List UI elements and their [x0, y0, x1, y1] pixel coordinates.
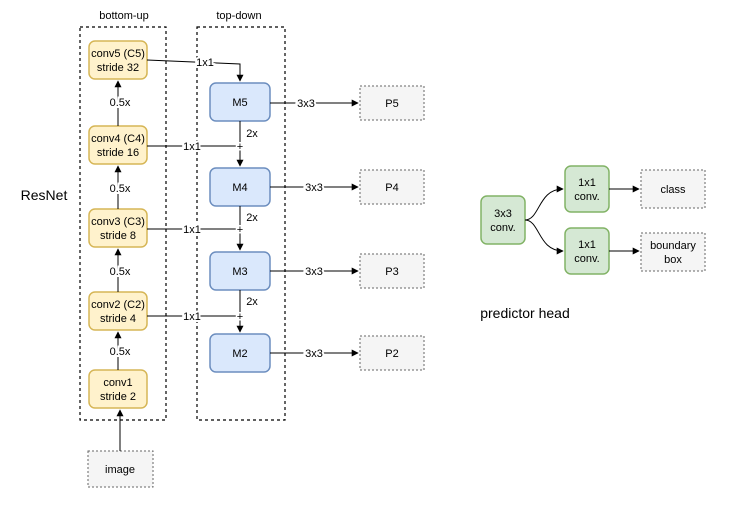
- plus-1: +: [237, 141, 243, 153]
- head-shared-line2: conv.: [490, 222, 515, 234]
- image-label: image: [105, 464, 135, 476]
- head-box-line2: conv.: [574, 253, 599, 265]
- box-output-box: boundary box: [640, 232, 706, 272]
- conv4-line2: stride 16: [97, 147, 139, 159]
- conv4-line1: conv4 (C4): [91, 133, 145, 145]
- head-cls-line2: conv.: [574, 191, 599, 203]
- head-shared-conv-box: 3x3 conv.: [480, 195, 526, 245]
- conv1-line2: stride 2: [100, 391, 136, 403]
- conv3-line2: stride 8: [100, 230, 136, 242]
- lateral-label-c3: 1x1: [183, 224, 201, 236]
- m4-label: M4: [232, 182, 247, 194]
- head-branch-to-cls: [524, 185, 564, 221]
- scale-label-3: 0.5x: [110, 266, 131, 278]
- upsample-label-2: 2x: [246, 212, 258, 224]
- conv2-line1: conv2 (C2): [91, 299, 145, 311]
- conv1-box: conv1 stride 2: [88, 369, 148, 409]
- head-box-line1: 1x1: [578, 239, 596, 251]
- image-input-box: image: [87, 450, 154, 488]
- plus-2: +: [237, 224, 243, 236]
- conv2-line2: stride 4: [100, 313, 136, 325]
- class-label: class: [660, 184, 686, 196]
- bottom-up-container: [79, 26, 167, 421]
- p3-box: P3: [359, 253, 425, 289]
- m4-box: M4: [209, 167, 271, 207]
- lateral-c5-m5: [146, 59, 244, 82]
- conv5-box: conv5 (C5) stride 32: [88, 40, 148, 80]
- conv4-box: conv4 (C4) stride 16: [88, 125, 148, 165]
- out-conv-label-4: 3x3: [305, 348, 323, 360]
- predictor-head-title: predictor head: [480, 305, 570, 321]
- upsample-label-3: 2x: [246, 296, 258, 308]
- head-cls-conv-box: 1x1 conv.: [564, 165, 610, 213]
- lateral-label-c2: 1x1: [183, 311, 201, 323]
- head-cls-line1: 1x1: [578, 177, 596, 189]
- p5-box: P5: [359, 85, 425, 121]
- out-conv-label-1: 3x3: [297, 98, 315, 110]
- p2-box: P2: [359, 335, 425, 371]
- head-box-conv-box: 1x1 conv.: [564, 227, 610, 275]
- conv5-line1: conv5 (C5): [91, 48, 145, 60]
- p4-label: P4: [385, 182, 398, 194]
- conv2-box: conv2 (C2) stride 4: [88, 291, 148, 331]
- p3-label: P3: [385, 266, 398, 278]
- conv5-line2: stride 32: [97, 62, 139, 74]
- m2-box: M2: [209, 333, 271, 373]
- m5-box: M5: [209, 82, 271, 122]
- resnet-label: ResNet: [21, 187, 68, 203]
- box-label-line1: boundary: [650, 240, 696, 252]
- plus-3: +: [237, 311, 243, 323]
- m3-box: M3: [209, 251, 271, 291]
- top-down-container: [196, 26, 286, 421]
- bottom-up-title: bottom-up: [99, 10, 149, 22]
- head-shared-line1: 3x3: [494, 208, 512, 220]
- head-branch-to-box: [524, 219, 564, 255]
- out-conv-label-3: 3x3: [305, 266, 323, 278]
- m2-label: M2: [232, 348, 247, 360]
- m5-label: M5: [232, 97, 247, 109]
- lateral-label-c4: 1x1: [183, 141, 201, 153]
- box-label-line2: box: [664, 254, 682, 266]
- scale-label-1: 0.5x: [110, 97, 131, 109]
- out-conv-label-2: 3x3: [305, 182, 323, 194]
- upsample-label-1: 2x: [246, 128, 258, 140]
- top-down-title: top-down: [216, 10, 261, 22]
- p4-box: P4: [359, 169, 425, 205]
- m3-label: M3: [232, 266, 247, 278]
- scale-label-4: 0.5x: [110, 346, 131, 358]
- p2-label: P2: [385, 348, 398, 360]
- p5-label: P5: [385, 98, 398, 110]
- class-output-box: class: [640, 169, 706, 209]
- conv1-line1: conv1: [103, 377, 132, 389]
- conv3-line1: conv3 (C3): [91, 216, 145, 228]
- conv3-box: conv3 (C3) stride 8: [88, 208, 148, 248]
- lateral-label-c5: 1x1: [196, 57, 214, 69]
- scale-label-2: 0.5x: [110, 183, 131, 195]
